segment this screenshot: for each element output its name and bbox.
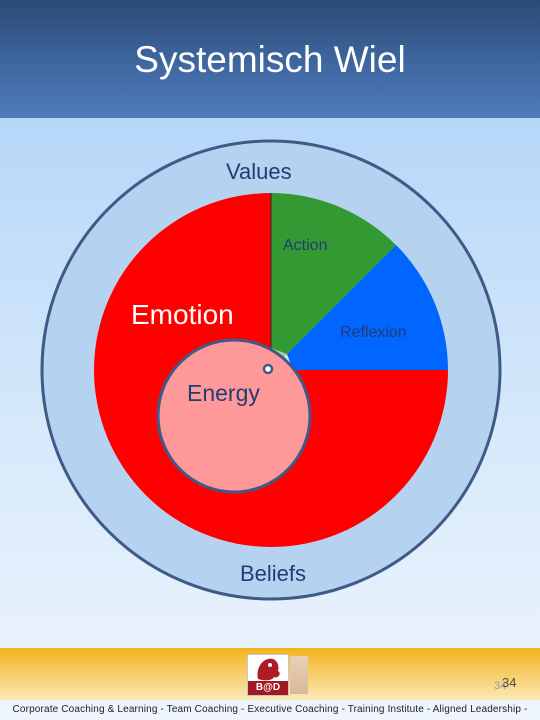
footer-tagline: Corporate Coaching & Learning - Team Coa… <box>12 704 528 715</box>
page-number: 34 <box>502 675 517 690</box>
action-label: Action <box>283 237 328 254</box>
emotion-label: Emotion <box>131 299 234 330</box>
reflexion-segment <box>271 245 448 370</box>
energy-circle <box>156 338 312 494</box>
energy-label: Energy <box>187 380 260 406</box>
logo-text: B@D <box>248 681 288 695</box>
values-label: Values <box>226 159 292 184</box>
action-segment <box>271 193 396 370</box>
page-title: Systemisch Wiel <box>134 39 406 80</box>
company-logo: B@D <box>247 654 289 696</box>
header-band <box>0 0 540 118</box>
reflexion-label: Reflexion <box>340 324 407 341</box>
hub-marker <box>262 363 274 375</box>
page-number-shadow: 34 <box>494 680 507 692</box>
logo-side-strip <box>290 656 308 694</box>
logo-mascot-icon <box>248 655 288 681</box>
beliefs-label: Beliefs <box>240 561 307 586</box>
